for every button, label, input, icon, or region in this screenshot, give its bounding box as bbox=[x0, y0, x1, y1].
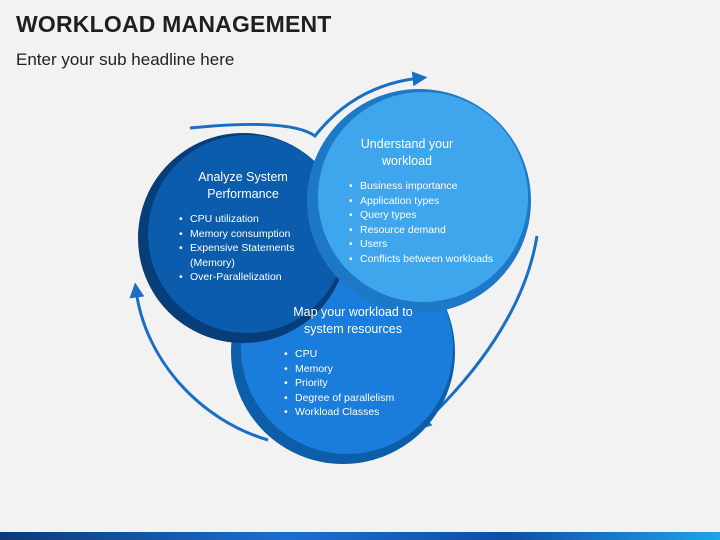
list-item: Degree of parallelism bbox=[284, 391, 423, 406]
map-list: CPU Memory Priority Degree of parallelis… bbox=[283, 347, 423, 420]
list-item: Application types bbox=[349, 194, 514, 209]
list-item: Workload Classes bbox=[284, 405, 423, 420]
list-item: Business importance bbox=[349, 179, 514, 194]
page-subtitle: Enter your sub headline here bbox=[16, 50, 235, 69]
list-item: Conflicts between workloads bbox=[349, 252, 514, 267]
list-item: Expensive Statements (Memory) bbox=[179, 241, 308, 270]
list-item: Resource demand bbox=[349, 223, 514, 238]
list-item: Memory consumption bbox=[179, 227, 308, 242]
cycle-arrow-right bbox=[416, 235, 539, 431]
list-item: Users bbox=[349, 237, 514, 252]
footer-bar bbox=[0, 532, 720, 540]
list-item: Priority bbox=[284, 376, 423, 391]
page-title: WORKLOAD MANAGEMENT bbox=[16, 11, 332, 37]
list-item: CPU utilization bbox=[179, 212, 308, 227]
list-item: Query types bbox=[349, 208, 514, 223]
cycle-arrow-top bbox=[189, 71, 428, 139]
cycle-arrow-left bbox=[129, 282, 269, 442]
understand-section: Understand your workload Business import… bbox=[348, 136, 514, 266]
list-item: Over-Parallelization bbox=[179, 270, 308, 285]
analyze-heading: Analyze System Performance bbox=[198, 170, 288, 201]
understand-heading: Understand your workload bbox=[360, 137, 454, 168]
map-section: Map your workload to system resources CP… bbox=[283, 304, 423, 420]
map-heading: Map your workload to system resources bbox=[293, 305, 413, 336]
list-item: CPU bbox=[284, 347, 423, 362]
list-item: Memory bbox=[284, 362, 423, 377]
analyze-list: CPU utilization Memory consumption Expen… bbox=[178, 212, 308, 285]
analyze-section: Analyze System Performance CPU utilizati… bbox=[178, 169, 308, 285]
understand-list: Business importance Application types Qu… bbox=[348, 179, 514, 266]
